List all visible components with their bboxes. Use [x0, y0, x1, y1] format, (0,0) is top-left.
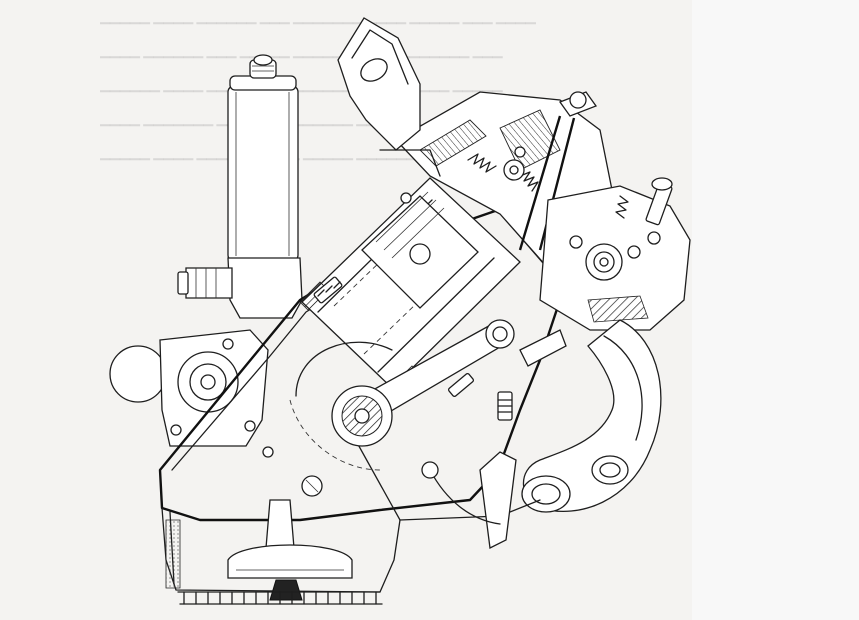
page-margin [692, 0, 859, 620]
second-cylinder-head [539, 177, 691, 331]
exhaust-pipe [521, 319, 662, 513]
case-bolts [262, 146, 526, 458]
gearbox-housing [399, 451, 541, 549]
bleed-line: ▁▁▁▁▁ ▁▁▁▁ ▁▁▁▁▁▁ ▁▁▁ ▁▁▁▁▁▁▁ ▁▁▁▁ ▁▁▁▁▁… [100, 9, 536, 24]
oil-pump-housing [109, 329, 269, 447]
intake-manifold [337, 17, 441, 177]
bleed-line: ▁▁▁▁▁ ▁▁▁▁ ▁▁▁▁▁▁ ▁▁▁▁ ▁▁▁▁▁ ▁▁▁▁▁▁▁ ▁▁▁… [100, 145, 503, 160]
oil-filter-canister [177, 54, 303, 319]
oil-sump [165, 499, 383, 605]
crankshaft [295, 341, 393, 497]
piston [361, 191, 479, 309]
